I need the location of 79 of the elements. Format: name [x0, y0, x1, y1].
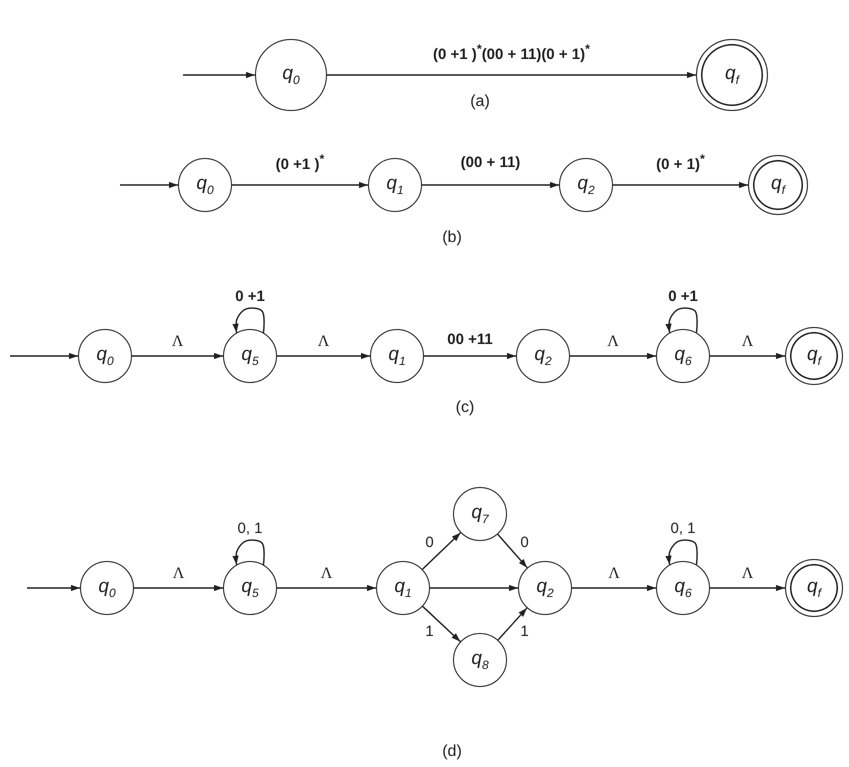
transition-arrow: [277, 584, 376, 592]
state-label: q$_{1}$: [388, 344, 406, 368]
state-circle: [80, 561, 134, 615]
edge-label: (0 +1 )$^{*}$: [274, 152, 326, 174]
state-label: q$_{f}$: [807, 576, 821, 600]
state-circle: [178, 158, 232, 212]
transition-arrow: [422, 606, 461, 642]
edge-label: Λ: [320, 565, 334, 583]
transition-arrow: [120, 182, 178, 188]
figure-caption: (b): [442, 229, 462, 247]
state-label: q$_{5}$: [241, 344, 259, 368]
edge-label: Λ: [740, 333, 754, 351]
edge-label: (00 + 11): [458, 154, 522, 172]
transition-arrow: [277, 352, 370, 360]
state-label: q$_{0}$: [98, 576, 116, 600]
state-circle: [518, 561, 572, 615]
state-circle: [656, 561, 710, 615]
figure-caption: (d): [442, 743, 462, 761]
state-circle: [223, 561, 277, 615]
state-circle: [376, 561, 430, 615]
transition-arrow: [613, 182, 748, 188]
state-circle: [78, 329, 132, 383]
edge-label: Λ: [740, 565, 754, 583]
self-loop-arrow: [665, 307, 698, 333]
state-circle: [223, 329, 277, 383]
state-circle: [559, 158, 613, 212]
state-circle: [370, 329, 424, 383]
transition-arrow: [570, 352, 656, 360]
transition-arrow: [710, 584, 785, 592]
state-circle: [656, 329, 710, 383]
edge-label: Λ: [606, 333, 620, 351]
state-label: q$_{1}$: [394, 576, 412, 600]
transition-arrow: [572, 584, 656, 592]
state-label: q$_{2}$: [534, 344, 552, 368]
transition-arrow: [422, 182, 559, 188]
state-label: q$_{0}$: [196, 173, 214, 197]
state-circle: [368, 158, 422, 212]
state-label: q$_{8}$: [471, 648, 489, 672]
self-loop-arrow: [232, 307, 265, 333]
state-label: q$_{1}$: [386, 173, 404, 197]
transition-arrow: [10, 352, 78, 360]
edge-label: Λ: [172, 565, 186, 583]
transition-arrow: [183, 72, 255, 78]
edge-label: 0, 1: [235, 520, 265, 538]
transition-arrow: [232, 182, 368, 188]
state-circle: [516, 329, 570, 383]
transition-arrow: [424, 352, 516, 360]
state-circle: [453, 633, 507, 687]
edge-label: Λ: [607, 565, 621, 583]
edge-label: (0 +1 )$^{*}$(00 + 11)(0 + 1)$^{*}$: [431, 42, 592, 64]
edge-label: Λ: [170, 333, 184, 351]
state-label: q$_{5}$: [241, 576, 259, 600]
edge-label: Λ: [316, 333, 330, 351]
state-circle: [453, 487, 507, 541]
transition-arrow: [27, 584, 80, 592]
edge-label: 0, 1: [668, 520, 698, 538]
transition-arrow: [430, 584, 518, 592]
transition-arrow: [497, 534, 528, 568]
transition-arrow: [422, 532, 462, 570]
state-label: q$_{6}$: [674, 576, 692, 600]
transition-arrow: [132, 352, 223, 360]
state-label: q$_{7}$: [471, 502, 489, 526]
state-label: q$_{f}$: [807, 344, 821, 368]
transition-arrow: [134, 584, 223, 592]
state-label: q$_{0}$: [282, 63, 300, 87]
self-loop-arrow: [232, 539, 265, 565]
state-label: q$_{f}$: [725, 63, 739, 87]
figure-caption: (a): [470, 93, 490, 111]
edge-label: (0 + 1)$^{*}$: [654, 152, 707, 174]
transition-arrow: [327, 72, 696, 78]
self-loop-arrow: [665, 539, 698, 565]
transition-arrow: [498, 608, 528, 640]
state-label: q$_{f}$: [771, 173, 785, 197]
transition-arrow: [710, 352, 785, 360]
state-label: q$_{0}$: [96, 344, 114, 368]
state-label: q$_{2}$: [536, 576, 554, 600]
state-label: q$_{6}$: [674, 344, 692, 368]
state-label: q$_{2}$: [577, 173, 595, 197]
figure-caption: (c): [456, 399, 474, 417]
